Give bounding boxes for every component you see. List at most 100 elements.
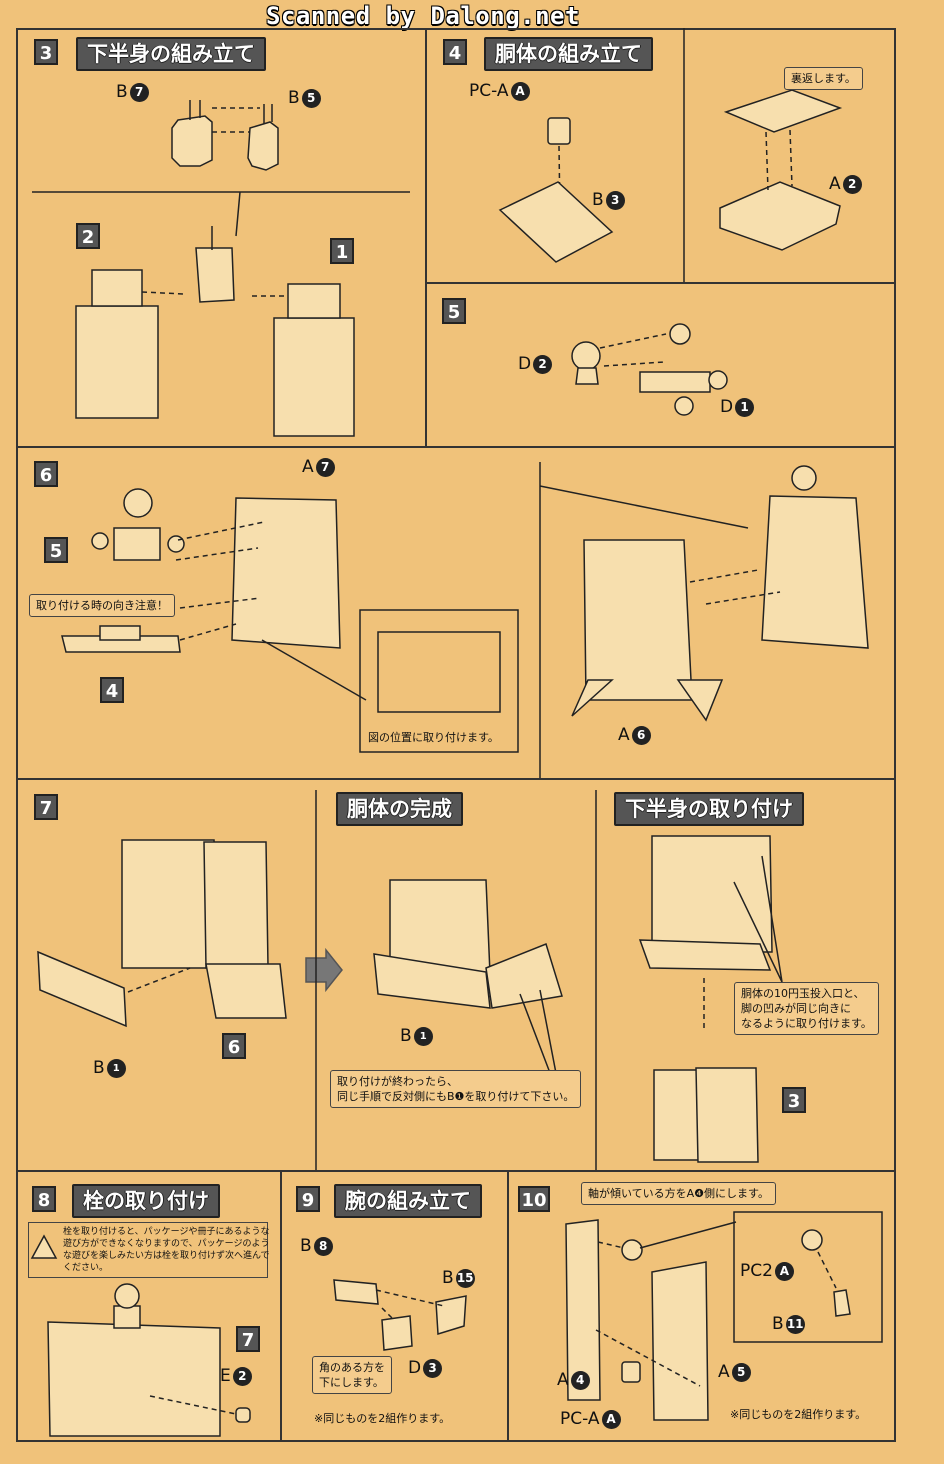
step5-label-d2: D 2 — [518, 354, 553, 374]
label-letter: E — [220, 1366, 231, 1386]
step7-label-b1: B 1 — [93, 1058, 126, 1078]
part-number-circle: 3 — [605, 190, 625, 210]
note-line: 角のある方を — [319, 1361, 385, 1374]
step3-label-b5: B 5 — [288, 88, 321, 108]
step3-title: 下半身の組み立て — [76, 37, 266, 71]
warning-line: な遊びを楽しみたい方は栓を取り付けず次へ進んで — [63, 1251, 270, 1261]
step6-ref-badge-5: 5 — [44, 537, 68, 563]
body-complete-label-b1: B 1 — [400, 1026, 433, 1046]
step9-number: 9 — [296, 1186, 320, 1212]
step6-left-assembly — [61, 488, 519, 753]
step4-number: 4 — [443, 39, 467, 65]
part-number-circle: 1 — [735, 397, 755, 417]
step5-number: 5 — [442, 298, 466, 324]
step9-label-b15: B 15 — [442, 1268, 475, 1288]
part-number-circle: 1 — [413, 1026, 433, 1046]
step9-title: 腕の組み立て — [334, 1184, 482, 1218]
part-number-circle: 4 — [570, 1370, 590, 1390]
label-letter: B — [116, 82, 128, 102]
warning-line: 栓を取り付けると、パッケージや冊子にあるような — [63, 1227, 270, 1237]
warning-line: ください。 — [63, 1263, 109, 1273]
step6-label-a7: A 7 — [302, 457, 335, 477]
label-letter: B — [400, 1026, 412, 1046]
step8-plug — [30, 1234, 251, 1437]
label-letter: D — [408, 1358, 422, 1378]
label-letter: B — [93, 1058, 105, 1078]
part-number-circle: 5 — [731, 1362, 751, 1382]
step8-ref-badge-7: 7 — [236, 1326, 260, 1352]
note-line: 下にします。 — [319, 1376, 384, 1389]
step7-ref-badge-6: 6 — [222, 1033, 246, 1059]
part-number-circle: 2 — [232, 1366, 252, 1386]
step4-label-pca: PC-A A — [469, 81, 530, 101]
part-number-circle: A — [601, 1409, 621, 1429]
label-letter: B — [288, 88, 300, 108]
step10-label-b11: B 11 — [772, 1314, 805, 1334]
note-line: 脚の凹みが同じ向きに — [741, 1002, 851, 1015]
step6-ref-badge-4: 4 — [100, 677, 124, 703]
step10-axis-note: 軸が傾いている方をA❹側にします。 — [581, 1182, 776, 1205]
part-number-circle: 2 — [533, 354, 553, 374]
step9-angle-note: 角のある方を 下にします。 — [312, 1356, 392, 1394]
step9-two-sets-note: ※同じものを2組作ります。 — [314, 1412, 451, 1425]
step5-joint — [571, 323, 728, 416]
label-letter: B — [772, 1314, 784, 1334]
label-text: PC2 — [740, 1261, 773, 1281]
step6-right-assembly — [539, 462, 869, 778]
step7-number: 7 — [34, 794, 58, 820]
step10-panel — [507, 1170, 896, 1442]
label-letter: B — [592, 190, 604, 210]
step9-arm — [333, 1279, 467, 1351]
step3-legs — [75, 226, 355, 437]
lower-body-attach-view — [638, 835, 783, 1163]
label-letter: A — [618, 725, 630, 745]
step4-label-a2: A 2 — [829, 174, 862, 194]
step10-label-pca: PC-A A — [560, 1409, 621, 1429]
body-complete-view — [373, 879, 563, 1095]
step7-attach-foot — [37, 790, 597, 1170]
label-text: PC-A — [469, 81, 509, 101]
label-letter: B — [300, 1236, 312, 1256]
scan-watermark: Scanned by Dalong.net — [266, 2, 580, 30]
step4-flip-note: 裏返します。 — [784, 67, 863, 90]
part-number-circle: 15 — [455, 1268, 475, 1288]
step10-label-a5: A 5 — [718, 1362, 751, 1382]
step9-label-d3: D 3 — [408, 1358, 443, 1378]
label-text: PC-A — [560, 1409, 600, 1429]
step3-leg-parts — [32, 100, 410, 237]
step10-label-a4: A 4 — [557, 1370, 590, 1390]
lower-attach-note: 胴体の10円玉投入口と、 脚の凹みが同じ向きに なるように取り付けます。 — [734, 982, 879, 1035]
label-letter: D — [518, 354, 532, 374]
label-letter: A — [718, 1362, 730, 1382]
step8-label-e2: E 2 — [220, 1366, 252, 1386]
part-number-circle: 11 — [785, 1314, 805, 1334]
step5-label-d1: D 1 — [720, 397, 755, 417]
note-line: なるように取り付けます。 — [741, 1017, 872, 1030]
step6-label-a6: A 6 — [618, 725, 651, 745]
note-line: 取り付けが終わったら、 — [337, 1075, 458, 1088]
part-number-circle: 2 — [842, 174, 862, 194]
part-number-circle: 8 — [313, 1236, 333, 1256]
step4-title: 胴体の組み立て — [484, 37, 653, 71]
label-letter: A — [557, 1370, 569, 1390]
part-number-circle: 5 — [301, 88, 321, 108]
body-complete-title: 胴体の完成 — [336, 792, 463, 826]
step8-number: 8 — [32, 1186, 56, 1212]
note-line: 胴体の10円玉投入口と、 — [741, 987, 865, 1000]
label-letter: B — [442, 1268, 454, 1288]
label-letter: D — [720, 397, 734, 417]
step10-number: 10 — [518, 1186, 550, 1212]
step4-body-parts — [498, 28, 843, 282]
part-number-circle: A — [510, 81, 530, 101]
step6-number: 6 — [34, 461, 58, 487]
step3-label-b7: B 7 — [116, 82, 149, 102]
part-number-circle: 7 — [315, 457, 335, 477]
note-line: 同じ手順で反対側にもB❶を取り付けて下さい。 — [337, 1090, 575, 1103]
step8-warning-box: 栓を取り付けると、パッケージや冊子にあるような 遊び方ができなくなりますので、パ… — [28, 1222, 270, 1278]
label-letter: A — [302, 457, 314, 477]
label-letter: A — [829, 174, 841, 194]
step6-position-note: 図の位置に取り付けます。 — [368, 731, 499, 744]
part-number-circle: 7 — [129, 82, 149, 102]
part-number-circle: 1 — [106, 1058, 126, 1078]
